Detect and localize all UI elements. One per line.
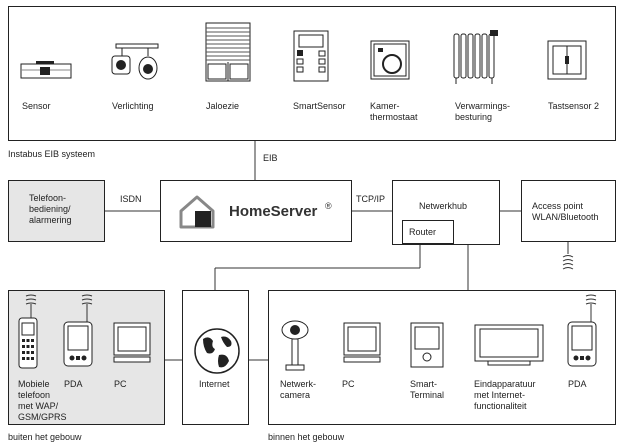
mobile-phone-icon xyxy=(18,294,38,369)
homeserver-box: HomeServer ® xyxy=(160,180,352,242)
internet-box: Internet xyxy=(182,290,249,425)
telefoon-label: Telefoon- bediening/ alarmering xyxy=(29,193,72,225)
instabus-caption: Instabus EIB systeem xyxy=(8,149,96,159)
accesspoint-label: Access point WLAN/Bluetooth xyxy=(532,201,599,222)
pc-label: PC xyxy=(114,379,127,389)
router-box: Router xyxy=(402,220,454,244)
pda-label: PDA xyxy=(64,379,83,389)
router-label: Router xyxy=(409,227,437,237)
internet-appliance-icon xyxy=(474,324,544,366)
antenna-icon xyxy=(562,242,574,270)
verlichting-label: Verlichting xyxy=(112,101,154,111)
pc-inside-label: PC xyxy=(342,379,355,389)
eib-label: EIB xyxy=(263,153,278,163)
internet-label: Internet xyxy=(199,379,230,389)
netwerkhub-label: Netwerkhub xyxy=(419,201,468,211)
accesspoint-box: Access point WLAN/Bluetooth xyxy=(521,180,616,242)
outside-caption: buiten het gebouw xyxy=(8,432,82,442)
smartsensor-label: SmartSensor xyxy=(293,101,346,111)
verwarmingsbesturing-label: Verwarmings- besturing xyxy=(455,101,511,122)
sensor-label: Sensor xyxy=(22,101,51,111)
pc-icon xyxy=(113,322,151,363)
inside-caption: binnen het gebouw xyxy=(268,432,345,442)
telefoon-box: Telefoon- bediening/ alarmering xyxy=(8,180,105,242)
tcpip-label: TCP/IP xyxy=(356,194,386,204)
eindapparatuur-label: Eindapparatuur met Internet- functionali… xyxy=(474,379,536,411)
tastsensor-icon xyxy=(547,40,587,80)
kamerthermostaat-label: Kamer- thermostaat xyxy=(370,101,418,122)
pda-icon xyxy=(63,294,93,367)
mobile-phone-label: Mobiele telefoon met WAP/ GSM/GPRS xyxy=(18,379,67,422)
smart-terminal-icon xyxy=(410,322,444,368)
house-icon xyxy=(179,195,215,229)
jaloezie-label: Jaloezie xyxy=(206,101,240,111)
pda-inside-icon xyxy=(567,294,597,367)
globe-icon xyxy=(194,328,240,374)
radiator-icon xyxy=(453,30,498,84)
isdn-label: ISDN xyxy=(120,194,142,204)
sensor-icon xyxy=(20,61,72,79)
smartterminal-label: Smart- Terminal xyxy=(410,379,445,400)
homeserver-registered-mark: ® xyxy=(325,201,332,211)
thermostat-icon xyxy=(370,40,410,80)
homeserver-logo: HomeServer xyxy=(229,203,318,220)
pc-inside-icon xyxy=(343,322,381,363)
lamp-icon xyxy=(111,43,159,80)
tastsensor-label: Tastsensor 2 xyxy=(548,101,600,111)
pda-inside-label: PDA xyxy=(568,379,587,389)
smartsensor-icon xyxy=(293,30,329,82)
netwerkhub-box: Netwerkhub Router xyxy=(392,180,500,245)
blinds-icon xyxy=(205,22,251,82)
network-camera-icon xyxy=(281,320,309,371)
camera-label: Netwerk- camera xyxy=(280,379,317,400)
